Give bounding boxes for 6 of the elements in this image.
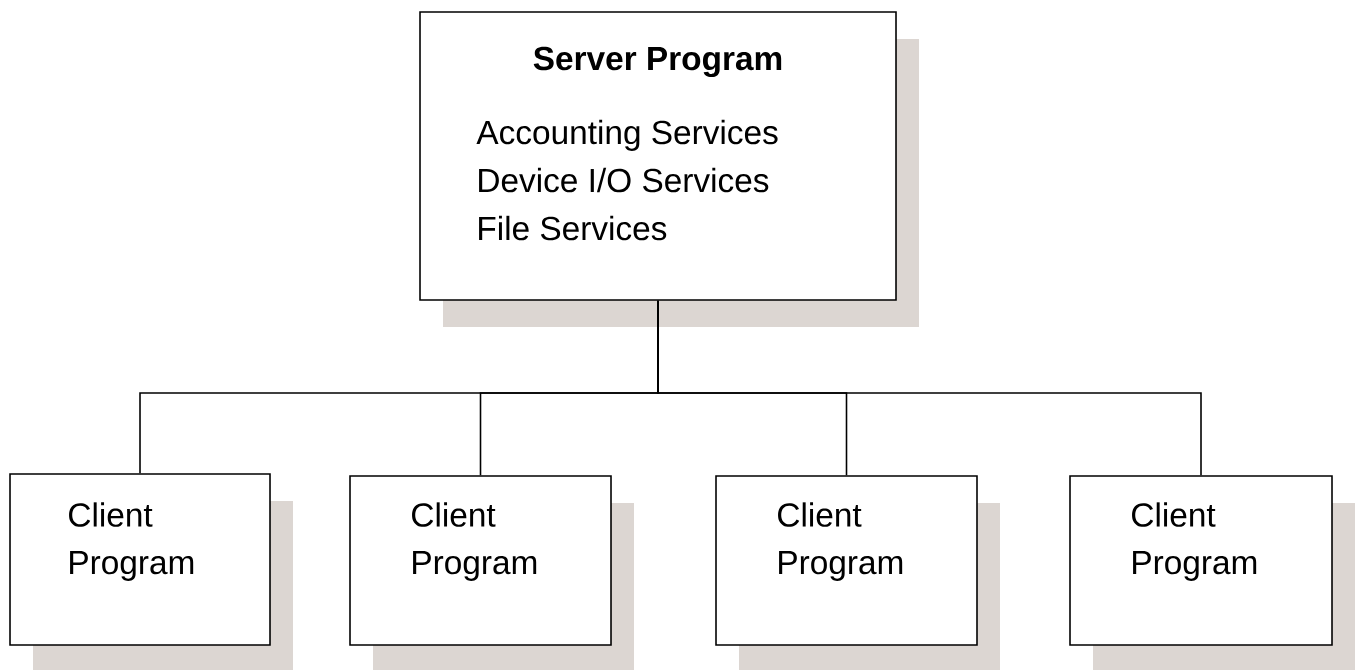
connector-line: [657, 300, 1202, 476]
client-box: Client Program: [349, 475, 612, 646]
server-box: Server Program Accounting Services Device I/O Services File Services: [419, 11, 897, 301]
client-box: Client Program: [715, 475, 978, 646]
client-box: Client Program: [1069, 475, 1333, 646]
client-box: Client Program: [9, 473, 271, 646]
